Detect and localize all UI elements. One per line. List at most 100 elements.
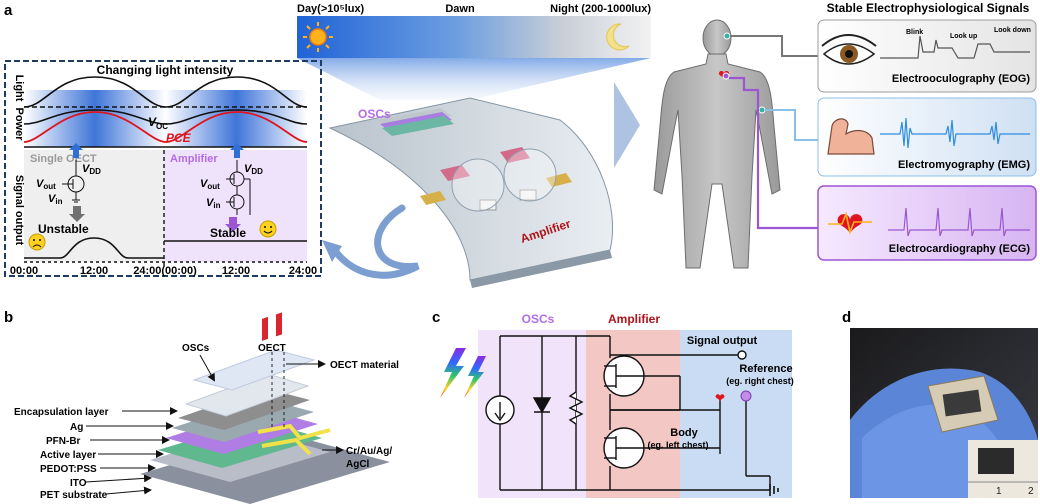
circuit-oscs-label: OSCs: [522, 312, 555, 326]
voc-curve: [23, 109, 308, 125]
panel-letter-c: c: [432, 309, 440, 326]
unstable-label: Unstable: [38, 222, 89, 236]
layer-label-ito: ITO: [70, 478, 87, 489]
sky-label-day: Day(>10⁵lux): [297, 3, 365, 15]
pce-label: PCE: [166, 131, 192, 145]
human-body: [653, 19, 781, 269]
amplifier-label: Amplifier: [170, 153, 218, 165]
reference-label: Reference: [739, 363, 792, 375]
current-source-symbol: [485, 395, 515, 425]
layer-label-electrode-2: AgCl: [346, 459, 370, 470]
ylabel-signal: Signal output: [13, 175, 25, 246]
ground-icon-left: [72, 199, 80, 203]
arm-icon: [827, 118, 875, 155]
curved-return-arrow: [332, 204, 420, 279]
emg-trace: [880, 117, 1030, 149]
eog-electrode: [723, 32, 731, 40]
diode-symbol: [532, 397, 552, 414]
graph-title: Changing light intensity: [97, 63, 234, 77]
tick-3: 12:00: [222, 265, 250, 277]
osc-stack: [378, 108, 454, 136]
transistor-upper: [603, 355, 646, 397]
eog-box: Blink Look up Look down Electrooculograp…: [817, 19, 1037, 93]
signal-output-terminal: [737, 350, 747, 360]
flexible-device: [328, 97, 614, 288]
amplifier-region: [164, 150, 307, 262]
layer-label-encapsulation: Encapsulation layer: [14, 407, 109, 418]
signal-output-label: Signal output: [687, 335, 758, 347]
layer-label-oect-material: OECT material: [330, 360, 399, 371]
layer-stack: [140, 312, 390, 504]
emg-box: Electromyography (EMG): [817, 97, 1037, 177]
ruler-mark-1: 1: [996, 486, 1002, 497]
layer-label-pedot: PEDOT:PSS: [40, 464, 97, 475]
emg-electrode: [758, 106, 766, 114]
single-oect-region: [24, 150, 164, 262]
vin-label-left: Vin: [48, 193, 63, 206]
ecg-trace: [888, 207, 1030, 237]
transistor-lower: [603, 427, 646, 469]
eog-blink: Blink: [906, 29, 923, 36]
lightning-icon: [440, 348, 486, 398]
ecg-label: Electrocardiography (ECG): [889, 243, 1031, 255]
body-sub-label: (eg. left chest): [647, 440, 708, 450]
sky-label-night: Night (200-1000lux): [550, 3, 651, 15]
graph-frame: [4, 60, 322, 277]
layer-label-oect: OECT: [258, 343, 286, 354]
unstable-signal: [24, 237, 164, 259]
tick-4: 24:00: [289, 265, 317, 277]
big-right-arrow: [614, 82, 640, 168]
light-intensity-band: [24, 90, 307, 147]
panel-letter-b: b: [4, 309, 13, 326]
device-photo: 1 2: [850, 328, 1038, 498]
vin-label-right: Vin: [206, 197, 221, 210]
amplifier-transistors: [226, 160, 251, 215]
single-oect-transistor: [62, 160, 85, 200]
ecg-electrode: [722, 72, 730, 80]
ylabel-light: Light: [13, 75, 25, 102]
layer-label-ag: Ag: [70, 422, 83, 433]
ground-icon: [769, 484, 779, 496]
sun-icon: [303, 22, 333, 52]
signal-region: [680, 330, 792, 498]
light-beam: [297, 58, 651, 100]
vdd-label-left: VDD: [82, 163, 101, 176]
tick-2: 24:00(00:00): [133, 265, 197, 277]
gray-down-arrow: [69, 206, 85, 222]
sad-face-icon: [28, 233, 46, 251]
reference-sub-label: (eg. right chest): [726, 376, 794, 386]
layer-labels: OSCs OECT OECT material Encapsulation la…: [14, 343, 399, 501]
signals-title: Stable Electrophysiological Signals: [827, 1, 1030, 15]
ecg-box: ❤ Electrocardiography (ECG): [817, 185, 1037, 261]
eog-label: Electrooculography (EOG): [892, 73, 1030, 85]
oect-strips: [262, 312, 282, 341]
tick-0: 00:00: [10, 265, 38, 277]
blue-arrow-right: [230, 143, 244, 158]
ruler-mark-2: 2: [1028, 486, 1034, 497]
sky-label-dawn: Dawn: [445, 3, 475, 15]
moon-icon: [606, 23, 630, 51]
layer-label-pfn: PFN-Br: [46, 436, 81, 447]
panel-letter-a: a: [4, 2, 13, 19]
electrode-lines: [257, 423, 331, 456]
emg-label: Electromyography (EMG): [898, 159, 1030, 171]
eog-trace: [880, 35, 1030, 59]
pce-curve: [23, 111, 308, 143]
light-curve: [23, 76, 308, 108]
body-heart-icon: ❤: [715, 391, 725, 405]
sky-bar: Day(>10⁵lux) Dawn Night (200-1000lux): [297, 3, 651, 58]
panel-letter-d: d: [842, 309, 851, 326]
layer-label-electrode: Cr/Au/Ag/: [346, 446, 392, 457]
vdd-label-right: VDD: [244, 163, 263, 176]
happy-face-icon: [259, 220, 277, 238]
stable-label: Stable: [210, 226, 246, 240]
vout-label-right: Vout: [200, 178, 220, 191]
layer-label-pet: PET substrate: [40, 490, 108, 501]
vout-label-left: Vout: [36, 178, 56, 191]
resistor-symbol: [568, 391, 584, 425]
single-oect-label: Single OECT: [30, 153, 97, 165]
blue-arrow-left: [69, 143, 83, 158]
layer-label-oscs: OSCs: [182, 343, 210, 354]
voc-label: VOC: [148, 115, 168, 131]
